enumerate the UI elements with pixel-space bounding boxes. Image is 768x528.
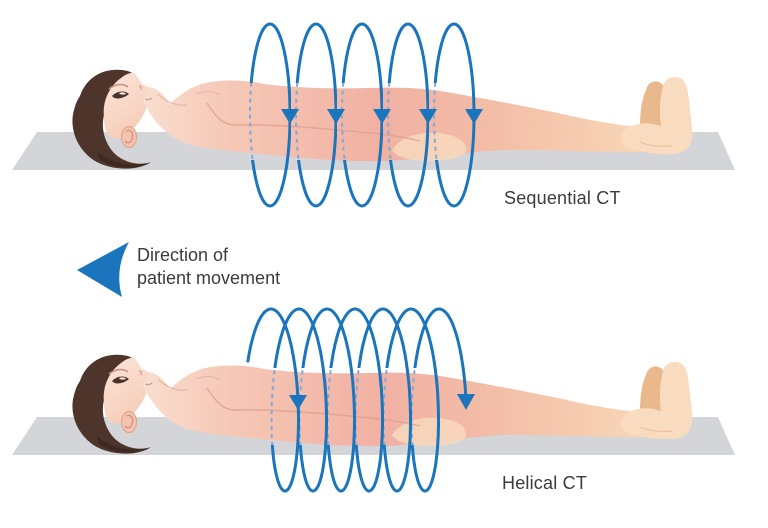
direction-note-line2: patient movement (137, 268, 281, 288)
label-sequential-ct: Sequential CT (504, 188, 621, 208)
helix-back-dashed (270, 368, 416, 445)
rotation-arrow-icon (465, 109, 483, 124)
direction-note-line1: Direction of (137, 245, 229, 265)
sequential-scan-rings (248, 22, 483, 208)
direction-arrow-icon (77, 242, 129, 297)
scan-ring-back (433, 83, 438, 160)
patient-bottom (11, 353, 736, 456)
rotation-arrow-icon (373, 109, 391, 124)
scan-ring-back (387, 83, 392, 160)
label-helical-ct: Helical CT (502, 473, 588, 493)
scan-ring-back (341, 83, 346, 160)
rotation-arrow-icon (289, 395, 307, 410)
direction-note: Direction of patient movement (137, 244, 280, 290)
scan-ring-back (249, 83, 254, 160)
scan-ring-back (295, 83, 300, 160)
rotation-arrow-icon (281, 109, 299, 124)
rotation-arrow-icon (327, 109, 345, 124)
patient-top (11, 68, 736, 171)
coil-end-arrow-icon (456, 393, 475, 410)
rotation-arrow-icon (419, 109, 437, 124)
